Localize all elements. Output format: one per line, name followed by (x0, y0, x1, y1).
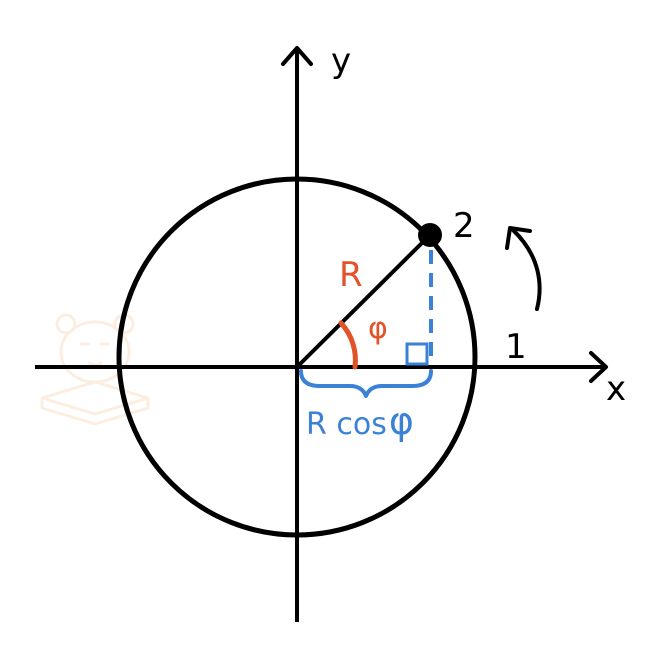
rotation-arrow-icon (511, 228, 542, 311)
y-axis-arrow-icon (281, 46, 313, 66)
angle-label: φ (368, 311, 388, 346)
watermark-logo (40, 313, 150, 426)
projection-brace (299, 369, 433, 398)
radius-label: R (339, 255, 363, 295)
projection-label: R cosφ (306, 399, 414, 443)
point-1-label: 1 (505, 327, 527, 367)
projection-label-r-cos: R cos (306, 407, 387, 442)
point-2-label: 2 (453, 206, 475, 246)
projection-label-phi: φ (389, 399, 414, 443)
radius-line (295, 233, 432, 369)
x-axis-label: x (606, 369, 626, 409)
rotation-arrow-head-icon (505, 226, 532, 250)
point-2-marker (418, 223, 442, 247)
angle-arc (338, 320, 358, 370)
circle-path (116, 176, 478, 538)
y-axis-label: y (331, 41, 351, 81)
x-axis-arrow-icon (589, 351, 608, 383)
right-angle-marker (405, 342, 429, 366)
